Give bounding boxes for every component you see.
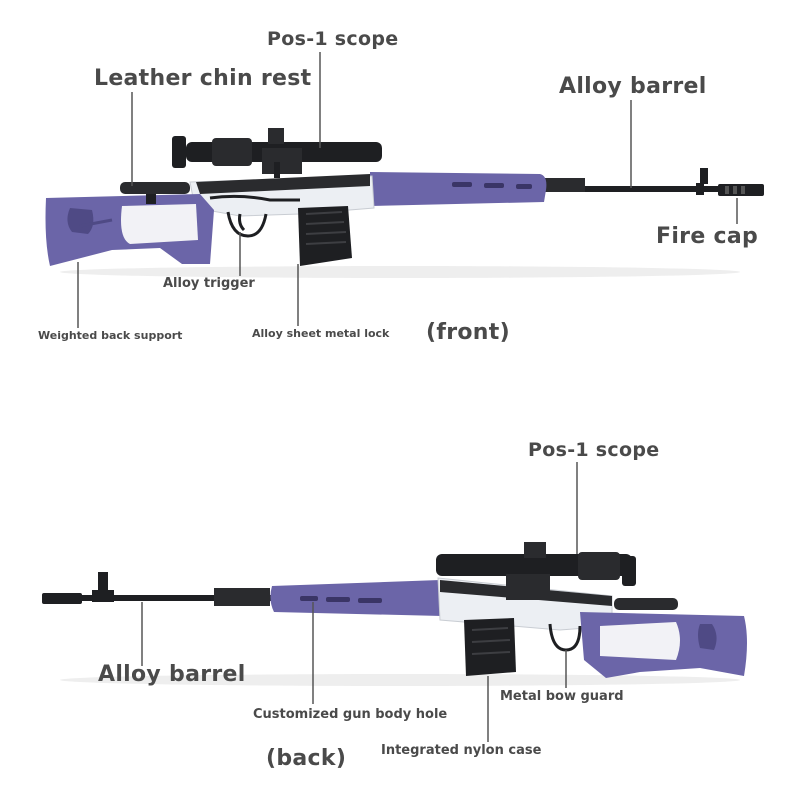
front-barrel-label: Alloy barrel xyxy=(559,74,707,99)
front-caption: (front) xyxy=(426,320,510,345)
back-bow-guard-label: Metal bow guard xyxy=(500,689,624,704)
front-stock xyxy=(45,194,214,266)
front-handguard xyxy=(370,172,547,206)
back-barrel xyxy=(42,572,280,606)
front-scope xyxy=(172,128,382,178)
front-receiver xyxy=(189,174,375,217)
back-barrel-label: Alloy barrel xyxy=(98,662,246,687)
front-trigger-label: Alloy trigger xyxy=(163,276,255,291)
front-barrel xyxy=(540,168,740,195)
back-scope-label: Pos-1 scope xyxy=(528,439,660,461)
back-body-hole-label: Customized gun body hole xyxy=(253,707,448,722)
front-scope-label: Pos-1 scope xyxy=(267,28,399,50)
front-fire-cap-label: Fire cap xyxy=(656,224,759,249)
back-magazine xyxy=(464,618,516,676)
front-trigger xyxy=(226,211,268,238)
back-chin-rest xyxy=(614,598,678,610)
front-chin-rest-label: Leather chin rest xyxy=(94,66,312,91)
front-back-support-label: Weighted back support xyxy=(38,329,183,342)
back-nylon-case-label: Integrated nylon case xyxy=(381,743,542,758)
front-fire-cap xyxy=(718,184,764,196)
front-chin-rest xyxy=(120,182,190,204)
back-scope xyxy=(436,542,636,600)
front-metal-lock-label: Alloy sheet metal lock xyxy=(252,327,390,340)
front-magazine xyxy=(298,206,352,266)
back-stock xyxy=(580,612,747,678)
back-caption: (back) xyxy=(266,746,347,771)
